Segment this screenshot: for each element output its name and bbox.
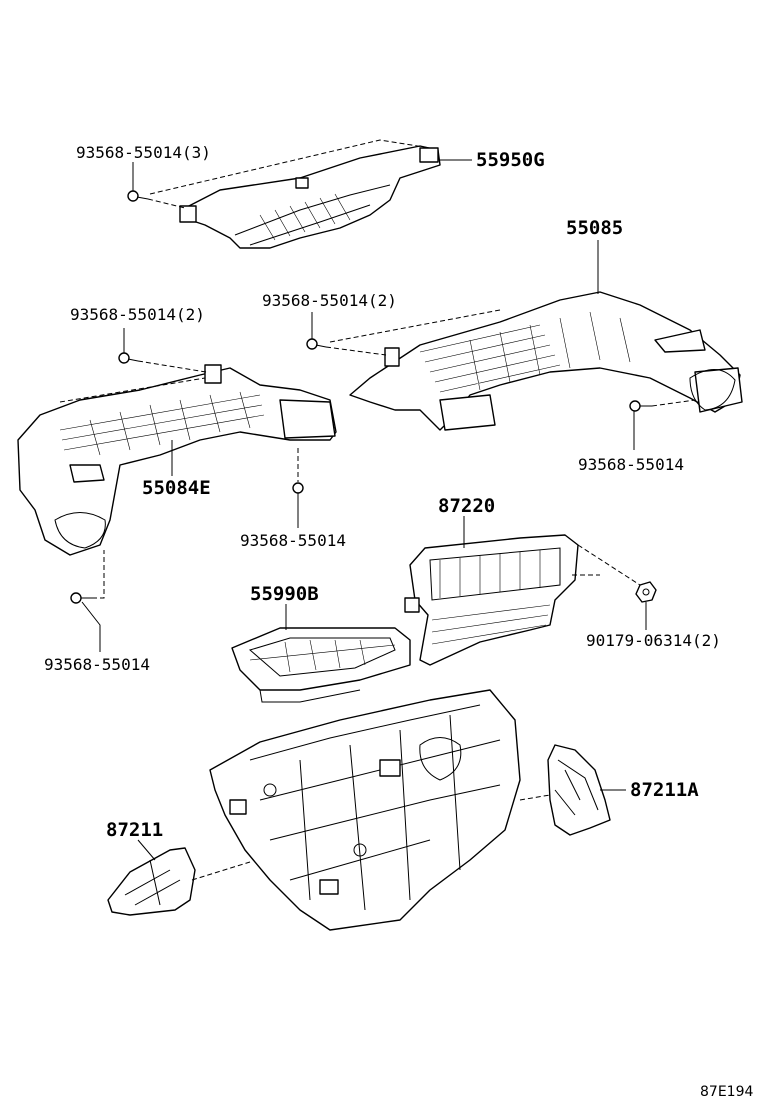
screw-duct-left-top [118, 352, 139, 364]
duct-55085 [349, 291, 743, 431]
screw-duct-left-bottom [292, 482, 304, 505]
screw-duct-left-lower [70, 592, 92, 604]
duct-55084e [17, 364, 337, 556]
screw-duct-right [629, 400, 652, 412]
screw-top [127, 190, 149, 202]
callout-register: 87220 [438, 495, 495, 517]
filter-cover-55990b [231, 627, 411, 703]
callout-screw-below-left-duct: 93568-55014 [240, 531, 346, 550]
register-87220 [404, 534, 579, 666]
nut [635, 581, 657, 603]
diagram-code: 87E194 [700, 1084, 753, 1100]
callout-nut: 90179-06314(2) [586, 631, 721, 650]
cover-87211 [107, 847, 196, 916]
hvac-unit [209, 689, 521, 931]
callout-filter-cover: 55990B [250, 583, 319, 605]
callout-screw-mid-left: 93568-55014(2) [70, 305, 205, 324]
callout-cover-left: 87211 [106, 819, 163, 841]
callout-duct-top: 55950G [476, 149, 545, 171]
callout-screw-top: 93568-55014(3) [76, 143, 211, 162]
callout-screw-mid-center: 93568-55014(2) [262, 291, 397, 310]
callout-cover-right: 87211A [630, 779, 699, 801]
callout-screw-bottom-left: 93568-55014 [44, 655, 150, 674]
duct-55950g [179, 145, 441, 249]
callout-duct-left: 55084E [142, 477, 211, 499]
screw-duct-right-center [306, 338, 327, 350]
callout-duct-right: 55085 [566, 217, 623, 239]
callout-screw-right: 93568-55014 [578, 455, 684, 474]
cover-87211a [547, 744, 611, 836]
